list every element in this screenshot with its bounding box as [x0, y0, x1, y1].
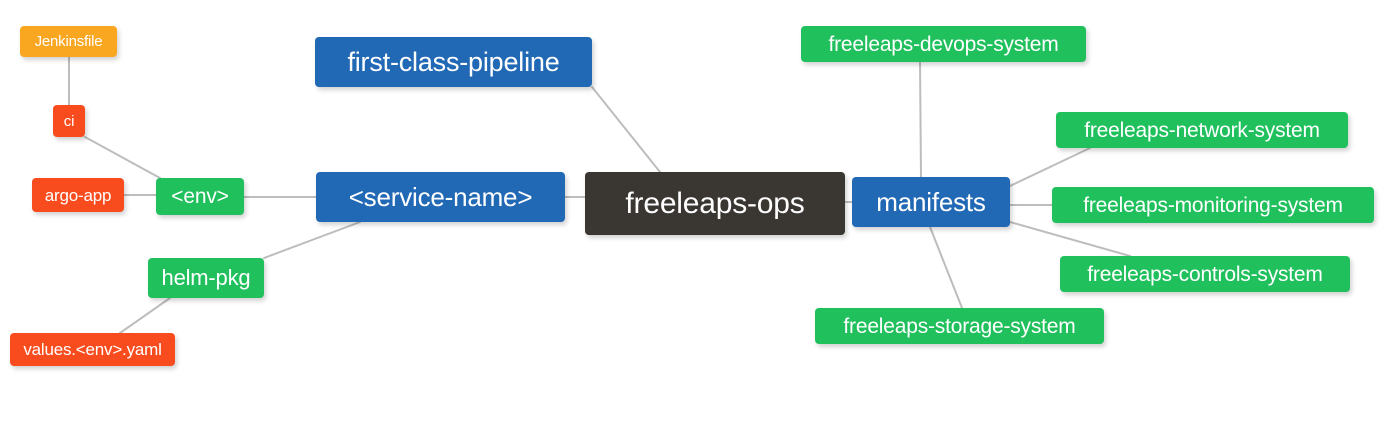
node-ci[interactable]: ci	[53, 105, 85, 137]
edge-manifests-to-freeleaps-storage-system	[929, 226, 963, 309]
node-freeleaps-devops-system[interactable]: freeleaps-devops-system	[801, 26, 1086, 62]
node-service-name[interactable]: <service-name>	[316, 172, 565, 222]
node-jenkinsfile[interactable]: Jenkinsfile	[20, 26, 117, 57]
node-label-values-env-yaml: values.<env>.yaml	[23, 340, 162, 359]
edge-manifests-to-freeleaps-devops-system	[919, 61, 922, 178]
node-env[interactable]: <env>	[156, 178, 244, 215]
node-label-first-class-pipeline: first-class-pipeline	[347, 46, 560, 77]
node-label-ci: ci	[63, 112, 75, 130]
edge-service-name-to-helm-pkg	[263, 221, 361, 259]
node-values-env-yaml[interactable]: values.<env>.yaml	[10, 333, 175, 366]
node-label-freeleaps-controls-system: freeleaps-controls-system	[1087, 262, 1323, 286]
node-freeleaps-network-system[interactable]: freeleaps-network-system	[1056, 112, 1348, 148]
edge-manifests-to-freeleaps-network-system	[1009, 147, 1091, 187]
node-freeleaps-storage-system[interactable]: freeleaps-storage-system	[815, 308, 1104, 344]
node-label-helm-pkg: helm-pkg	[161, 265, 251, 290]
node-label-freeleaps-monitoring-system: freeleaps-monitoring-system	[1083, 193, 1343, 217]
node-label-env: <env>	[171, 185, 229, 208]
edge-helm-pkg-to-values-env-yaml	[119, 297, 171, 334]
node-first-class-pipeline[interactable]: first-class-pipeline	[315, 37, 592, 87]
node-freeleaps-monitoring-system[interactable]: freeleaps-monitoring-system	[1052, 187, 1374, 223]
node-label-jenkinsfile: Jenkinsfile	[34, 33, 103, 50]
node-label-freeleaps-storage-system: freeleaps-storage-system	[843, 314, 1076, 338]
node-label-argo-app: argo-app	[44, 185, 112, 205]
node-freeleaps-controls-system[interactable]: freeleaps-controls-system	[1060, 256, 1350, 292]
node-label-freeleaps-ops: freeleaps-ops	[625, 186, 805, 220]
node-argo-app[interactable]: argo-app	[32, 178, 124, 212]
edge-first-class-pipeline-to-freeleaps-ops	[591, 86, 661, 173]
node-manifests[interactable]: manifests	[852, 177, 1010, 227]
node-label-manifests: manifests	[876, 187, 986, 217]
node-label-service-name: <service-name>	[348, 182, 533, 212]
edge-manifests-to-freeleaps-controls-system	[1009, 221, 1131, 257]
node-freeleaps-ops[interactable]: freeleaps-ops	[585, 172, 845, 235]
node-label-freeleaps-devops-system: freeleaps-devops-system	[828, 32, 1059, 56]
node-helm-pkg[interactable]: helm-pkg	[148, 258, 264, 298]
edge-ci-to-env	[84, 136, 161, 179]
node-label-freeleaps-network-system: freeleaps-network-system	[1084, 118, 1320, 142]
